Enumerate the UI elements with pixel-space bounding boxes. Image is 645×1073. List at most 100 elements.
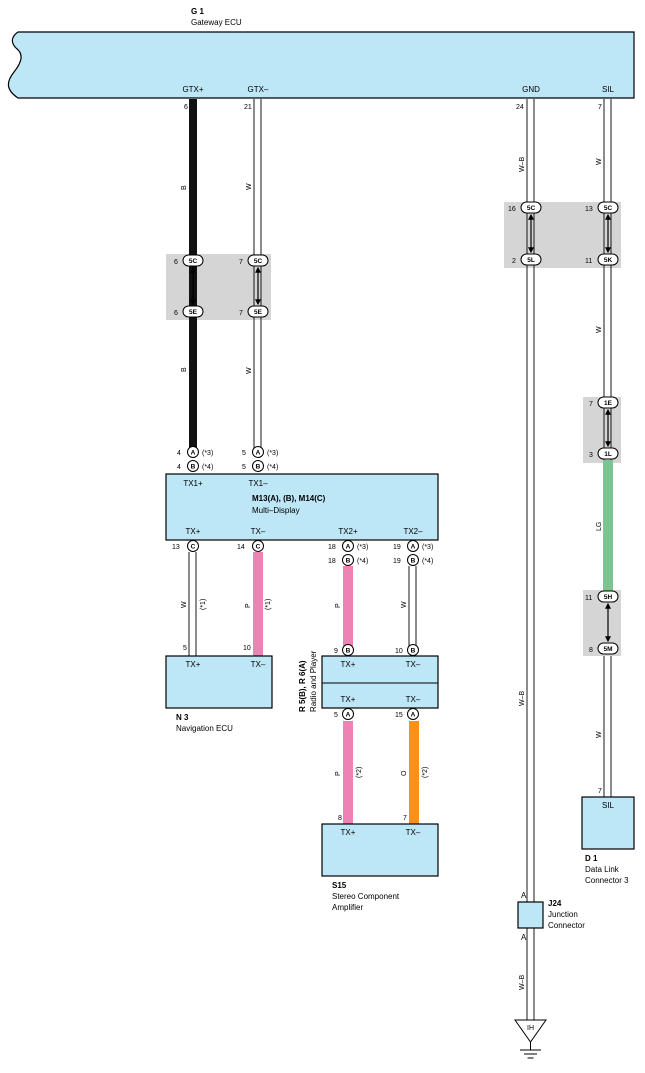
code-1l: 1L	[604, 451, 612, 458]
pill-5h	[597, 590, 619, 603]
code-r-txp-bot: A	[346, 712, 351, 719]
wire-gtxm-white	[253, 99, 262, 449]
code-5e-left: 5E	[189, 309, 198, 316]
wire-sil-lightgreen	[603, 460, 613, 592]
code-5h: 5H	[604, 594, 613, 601]
pin-r-txp-bot: 5	[334, 712, 338, 719]
m13-pin-tx2m: TX2–	[403, 527, 423, 536]
pin-r-txm-bot: 15	[395, 712, 403, 719]
wc-sil-lg: LG	[596, 522, 603, 531]
multi-display-box	[165, 473, 439, 541]
circle-m-tx2p-b	[342, 554, 354, 566]
j24-name2: Connector	[548, 921, 585, 930]
note-tx2p-b: (*4)	[357, 558, 368, 565]
wc-sil-top: W	[596, 158, 603, 165]
notes: (*3) (*4) (*3) (*4) (*3) (*4) (*3) (*4) …	[200, 450, 433, 778]
wire-txm-nav-pink	[253, 552, 263, 656]
code-m-txm: C	[256, 544, 261, 551]
r5-pin-txp-top: TX+	[341, 660, 356, 669]
note-tx1m-b: (*4)	[267, 464, 278, 471]
wc-amp-txp: P	[335, 771, 342, 776]
code-m-tx1p-a: A	[191, 450, 196, 457]
wc-gnd-mid: W–B	[519, 691, 526, 707]
pin-r-txp-top: 9	[334, 648, 338, 655]
code-m-tx2p-b: B	[346, 558, 351, 565]
s15-pin-txm: TX–	[406, 828, 421, 837]
r5-pin-txm-bot: TX–	[406, 695, 421, 704]
circle-m-tx1p-b	[187, 460, 199, 472]
wc-nav-txm: P	[245, 603, 252, 608]
pill-5c-left	[182, 254, 204, 267]
note-nav-txp: (*1)	[200, 599, 207, 610]
navigation-ecu-box	[165, 655, 273, 709]
pill-5c-sil	[597, 201, 619, 214]
wc-gtxm-bot: W	[246, 367, 253, 374]
connector-codes: 5C 5E 5C 5E 5C 5L 5C 5K 1E 1L 5H 5M A B …	[189, 205, 613, 719]
wc-gtxm-top: W	[246, 183, 253, 190]
r5-name: Radio and Player	[309, 650, 318, 712]
pin-5h: 11	[585, 595, 592, 602]
data-link-connector-box	[581, 796, 635, 850]
code-r-txp-top: B	[346, 648, 351, 655]
pin-m-tx1m-a: 5	[242, 450, 246, 457]
gateway-ecu-box	[7, 31, 635, 99]
circle-m-tx1m-a	[252, 446, 264, 458]
m13-pin-tx1p: TX1+	[183, 479, 203, 488]
wire-tx2p-radio-pink	[343, 566, 353, 646]
note-tx2p-a: (*3)	[357, 544, 368, 551]
pin-g1-gnd: 24	[516, 104, 524, 111]
n3-id: N 3	[176, 713, 189, 722]
wire-txp-nav-white	[188, 552, 197, 656]
pill-1l	[597, 447, 619, 460]
code-5e-right: 5E	[254, 309, 263, 316]
code-m-tx1m-a: A	[256, 450, 261, 457]
code-1e: 1E	[604, 400, 613, 407]
pin-d1-sil: 7	[598, 788, 602, 795]
pin-s15-txm: 7	[403, 815, 407, 822]
g1-id: G 1	[191, 7, 204, 16]
r5-id: R 5(B), R 6(A)	[298, 660, 307, 712]
code-r-txm-top: B	[411, 648, 416, 655]
m13-name: Multi–Display	[252, 506, 300, 515]
pill-5e-left	[182, 305, 204, 318]
code-r-txm-bot: A	[411, 712, 416, 719]
d1-id: D 1	[585, 854, 598, 863]
circle-r-txp-bot	[342, 708, 354, 720]
pin-g1-gtxm: 21	[244, 104, 252, 111]
code-5c-left: 5C	[189, 258, 198, 265]
ground-symbol	[514, 1019, 547, 1059]
j24-pin-top: A	[521, 891, 527, 900]
pin-5c-left: 6	[174, 259, 178, 266]
pill-5c-gnd	[520, 201, 542, 214]
pin-1l: 3	[589, 452, 593, 459]
d1-name: Data Link	[585, 865, 620, 874]
pin-g1-gtxp: 6	[184, 104, 188, 111]
wc-radio-tx2m: W	[401, 601, 408, 608]
d1-name2: Connector 3	[585, 876, 629, 885]
pin-m-tx1p-a: 4	[177, 450, 181, 457]
circle-m-txp	[187, 540, 199, 552]
pin-n3-txm: 10	[243, 645, 251, 652]
r5-pin-txp-bot: TX+	[341, 695, 356, 704]
wc-gnd-top: W–B	[519, 157, 526, 173]
code-m-tx2m-b: B	[411, 558, 416, 565]
g1-pin-sil: SIL	[602, 85, 615, 94]
note-amp-txm: (*2)	[422, 767, 429, 778]
pin-5e-left: 6	[174, 310, 178, 317]
note-amp-txp: (*2)	[356, 767, 363, 778]
pin-5e-right: 7	[239, 310, 243, 317]
j24-id: J24	[548, 899, 562, 908]
pin-m-tx2m-b: 19	[393, 558, 401, 565]
radio-player-box	[321, 655, 439, 709]
pin-5l-gnd: 2	[512, 258, 516, 265]
pin-5c-right: 7	[239, 259, 243, 266]
code-m-tx2p-a: A	[346, 544, 351, 551]
pin-5m: 8	[589, 647, 593, 654]
j24-name: Junction	[548, 910, 578, 919]
s15-name: Stereo Component	[332, 892, 400, 901]
s15-id: S15	[332, 881, 347, 890]
m13-pin-txm: TX–	[251, 527, 266, 536]
pill-5c-right	[247, 254, 269, 267]
wire-gnd-wb	[526, 99, 535, 1020]
